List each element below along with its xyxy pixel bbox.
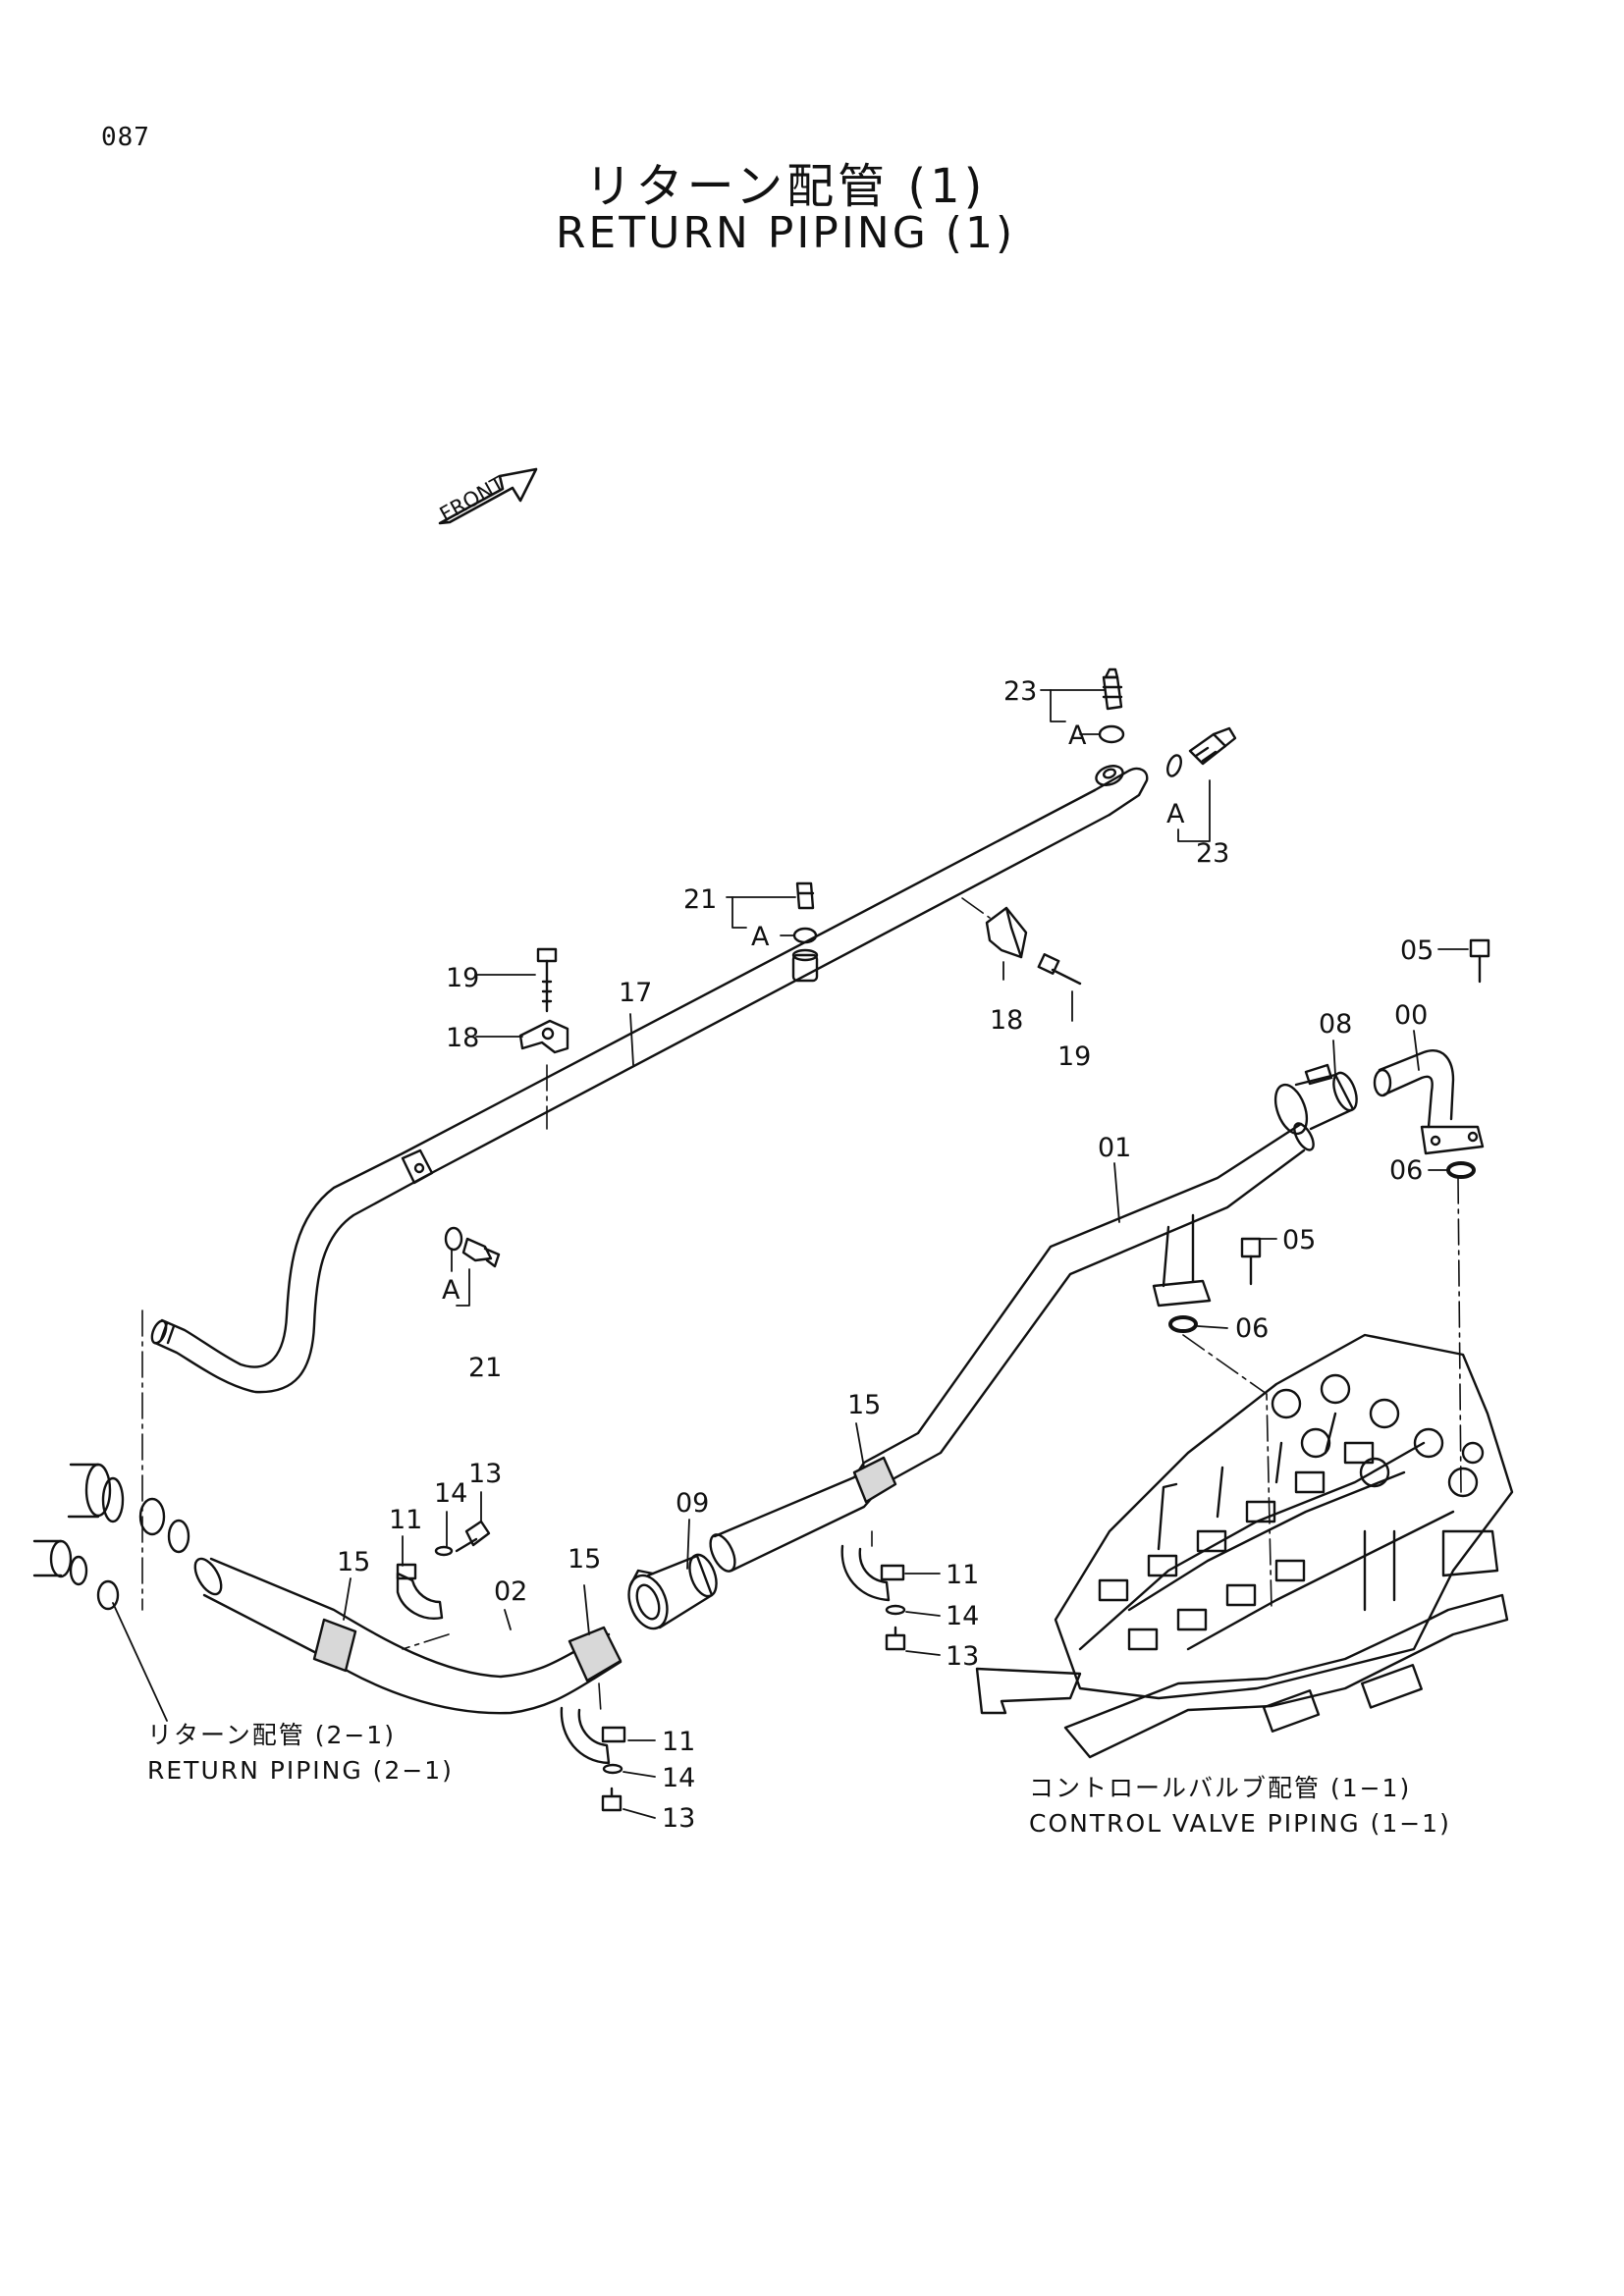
saddle-clamp-11-right bbox=[840, 1544, 905, 1602]
detail-mark-a-2: A bbox=[1166, 799, 1185, 829]
bolt-19-right bbox=[1037, 953, 1082, 986]
part-label-05-upper: 05 bbox=[1400, 935, 1434, 966]
detail-mark-a-4: A bbox=[442, 1275, 460, 1306]
front-label: FRONT bbox=[436, 472, 510, 527]
part-label-23-top: 23 bbox=[1003, 676, 1037, 707]
part-label-02: 02 bbox=[494, 1576, 527, 1607]
part-label-14-middle: 14 bbox=[662, 1763, 695, 1793]
page-title-english: RETURN PIPING (1) bbox=[555, 208, 1016, 258]
part-label-01: 01 bbox=[1098, 1133, 1131, 1163]
leader-lines bbox=[112, 689, 1469, 1819]
hose-clamp-08 bbox=[1273, 1063, 1358, 1136]
part-label-14-left: 14 bbox=[434, 1478, 467, 1509]
detail-mark-a-3: A bbox=[751, 922, 770, 952]
part-label-18-right: 18 bbox=[990, 1005, 1023, 1036]
elbow-pipe-00 bbox=[1373, 1049, 1485, 1155]
part-label-11-middle: 11 bbox=[662, 1727, 695, 1757]
washer-14-left bbox=[434, 1545, 454, 1557]
reference-control-valve-jp: コントロールバルブ配管 (1−1) bbox=[1029, 1774, 1411, 1802]
part-label-00: 00 bbox=[1394, 1000, 1428, 1031]
part-label-13-left: 13 bbox=[468, 1459, 502, 1489]
bolt-19-left bbox=[536, 947, 558, 1013]
hose-clamp-09 bbox=[627, 1553, 718, 1630]
part-label-15-left: 15 bbox=[337, 1547, 370, 1577]
part-label-18-left: 18 bbox=[446, 1023, 479, 1053]
adapter-fitting-23 bbox=[1098, 667, 1237, 777]
bolt-13-left bbox=[455, 1520, 491, 1553]
bolt-13-middle bbox=[601, 1787, 623, 1812]
bolt-05-lower bbox=[1240, 1237, 1262, 1286]
return-pipe-02 bbox=[193, 1557, 623, 1715]
part-label-11-right: 11 bbox=[946, 1560, 979, 1590]
bolt-13-right bbox=[885, 1626, 906, 1651]
reference-control-valve-en: CONTROL VALVE PIPING (1−1) bbox=[1029, 1809, 1451, 1838]
part-label-08: 08 bbox=[1319, 1009, 1352, 1040]
bolt-05-upper bbox=[1469, 938, 1490, 984]
reference-return-piping-en: RETURN PIPING (2−1) bbox=[147, 1756, 454, 1785]
part-label-14-right: 14 bbox=[946, 1601, 979, 1631]
part-label-15-right: 15 bbox=[847, 1390, 881, 1420]
o-ring-06-lower bbox=[1168, 1315, 1198, 1333]
return-piping-2-1-stubs bbox=[32, 1463, 190, 1611]
page-title-japanese: リターン配管 (1) bbox=[584, 159, 987, 214]
part-label-13-middle: 13 bbox=[662, 1803, 695, 1834]
adapter-fitting-21 bbox=[444, 881, 818, 1268]
part-label-23-right: 23 bbox=[1196, 838, 1229, 869]
pipe-clamp-18-left bbox=[518, 1019, 569, 1054]
part-label-15-middle: 15 bbox=[568, 1544, 601, 1575]
control-valve-block bbox=[975, 1333, 1514, 1759]
part-label-19-right: 19 bbox=[1057, 1041, 1091, 1072]
upper-return-pipe bbox=[150, 765, 1149, 1394]
part-label-06-lower: 06 bbox=[1235, 1313, 1269, 1344]
part-label-09: 09 bbox=[676, 1488, 709, 1519]
part-label-21-top: 21 bbox=[683, 884, 717, 915]
page-number: 087 bbox=[101, 123, 150, 152]
part-label-06-upper: 06 bbox=[1389, 1155, 1423, 1186]
part-label-13-right: 13 bbox=[946, 1641, 979, 1672]
washer-14-right bbox=[885, 1604, 906, 1616]
o-ring-06-upper bbox=[1446, 1161, 1476, 1179]
pipe-clamp-18-right bbox=[985, 906, 1028, 959]
assembly-center-lines bbox=[141, 897, 1462, 1714]
saddle-clamp-11-middle bbox=[560, 1706, 626, 1765]
part-label-11-left: 11 bbox=[389, 1505, 422, 1535]
saddle-clamp-11-left bbox=[396, 1563, 444, 1620]
part-label-17: 17 bbox=[619, 978, 652, 1008]
part-label-05-lower: 05 bbox=[1282, 1225, 1316, 1255]
part-label-19-left: 19 bbox=[446, 963, 479, 993]
return-pipe-01 bbox=[709, 1122, 1315, 1573]
part-label-21-bottom: 21 bbox=[468, 1353, 502, 1383]
washer-14-middle bbox=[602, 1763, 623, 1775]
detail-mark-a-1: A bbox=[1068, 721, 1087, 751]
front-arrow-icon: FRONT bbox=[436, 467, 538, 527]
reference-return-piping-jp: リターン配管 (2−1) bbox=[147, 1721, 396, 1749]
